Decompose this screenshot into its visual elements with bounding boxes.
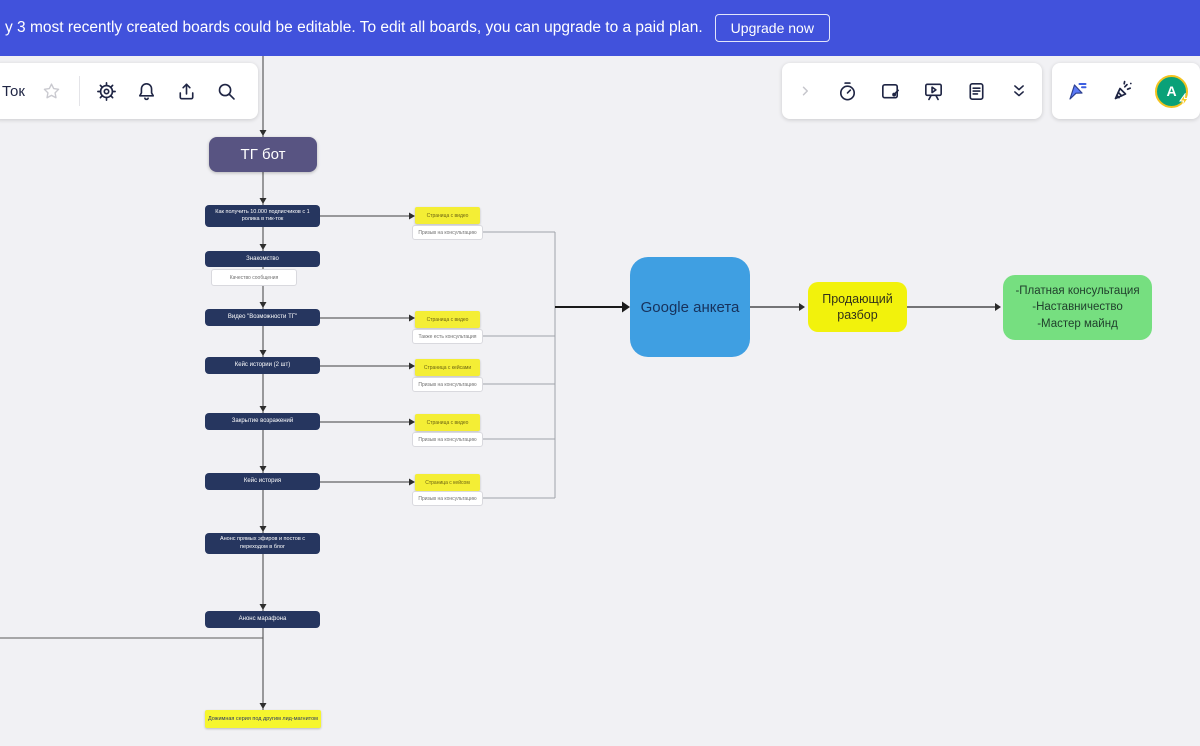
node-introduction[interactable]: Знакомство <box>205 251 320 267</box>
tools-toolbar <box>782 63 1042 119</box>
page-note-2[interactable]: Также есть консультация <box>412 329 483 344</box>
node-live-announce[interactable]: Анонс прямых эфиров и постов с переходом… <box>205 533 320 554</box>
node-sales-review[interactable]: Продающий разбор <box>808 282 907 332</box>
upgrade-banner: y 3 most recently created boards could b… <box>0 0 1200 56</box>
banner-message: y 3 most recently created boards could b… <box>5 19 703 36</box>
node-video-tg[interactable]: Видео "Возможности ТГ" <box>205 309 320 326</box>
chevron-right-icon[interactable] <box>792 78 818 104</box>
timer-icon[interactable] <box>835 78 861 104</box>
toolbar-divider <box>78 76 80 106</box>
page-sticky-1[interactable]: Страница с видео <box>415 207 480 224</box>
notes-document-icon[interactable] <box>963 78 989 104</box>
node-tg-bot[interactable]: ТГ бот <box>209 137 317 172</box>
favorite-star-icon[interactable] <box>39 78 65 104</box>
page-note-4[interactable]: Призыв на консультацию <box>412 432 483 447</box>
export-upload-icon[interactable] <box>174 78 200 104</box>
result-line-2: -Наставничество <box>1032 301 1123 314</box>
presentation-icon[interactable] <box>920 78 946 104</box>
frames-icon[interactable] <box>878 78 904 104</box>
celebrate-party-popper-icon[interactable] <box>1110 78 1136 104</box>
board-title[interactable]: Ток <box>2 82 25 100</box>
node-case-story[interactable]: Кейс история <box>205 473 320 490</box>
node-lead-magnet[interactable]: Как получить 10.000 подписчиков с 1 роли… <box>205 205 320 227</box>
result-line-3: -Мастер майнд <box>1037 317 1118 330</box>
lightning-badge-icon <box>1177 91 1191 110</box>
page-sticky-2[interactable]: Страница с видео <box>415 311 480 328</box>
page-sticky-4[interactable]: Страница с видео <box>415 414 480 431</box>
collaboration-panel: A <box>1052 63 1200 119</box>
page-note-3[interactable]: Призыв на консультацию <box>412 377 483 392</box>
page-sticky-5[interactable]: Страница с кейсом <box>415 474 480 491</box>
user-avatar[interactable]: A <box>1155 74 1191 110</box>
node-objections[interactable]: Закрытие возражений <box>205 413 320 430</box>
upgrade-now-button[interactable]: Upgrade now <box>714 14 830 42</box>
notifications-bell-icon[interactable] <box>134 78 160 104</box>
avatar-initial: A <box>1166 83 1177 99</box>
node-case-stories[interactable]: Кейс истории (2 шт) <box>205 357 320 374</box>
settings-gear-icon[interactable] <box>94 78 120 104</box>
node-google-form[interactable]: Google анкета <box>630 257 750 357</box>
note-introduction[interactable]: Качество сообщения <box>211 269 297 286</box>
node-marathon-announce[interactable]: Анонс марафона <box>205 611 320 628</box>
board-toolbar: Ток <box>0 63 258 119</box>
node-followup-series[interactable]: Дожимная серия под другим лид-магнитом <box>205 710 321 728</box>
search-icon[interactable] <box>214 78 240 104</box>
result-line-1: -Платная консультация <box>1015 285 1140 298</box>
page-note-5[interactable]: Призыв на консультацию <box>412 491 483 506</box>
page-note-1[interactable]: Призыв на консультацию <box>412 225 483 240</box>
collaborator-cursor-icon[interactable] <box>1064 78 1090 104</box>
node-offer-results[interactable]: -Платная консультация -Наставничество -М… <box>1003 275 1152 340</box>
page-sticky-3[interactable]: Страница с кейсами <box>415 359 480 376</box>
collapse-double-chevron-icon[interactable] <box>1006 78 1032 104</box>
